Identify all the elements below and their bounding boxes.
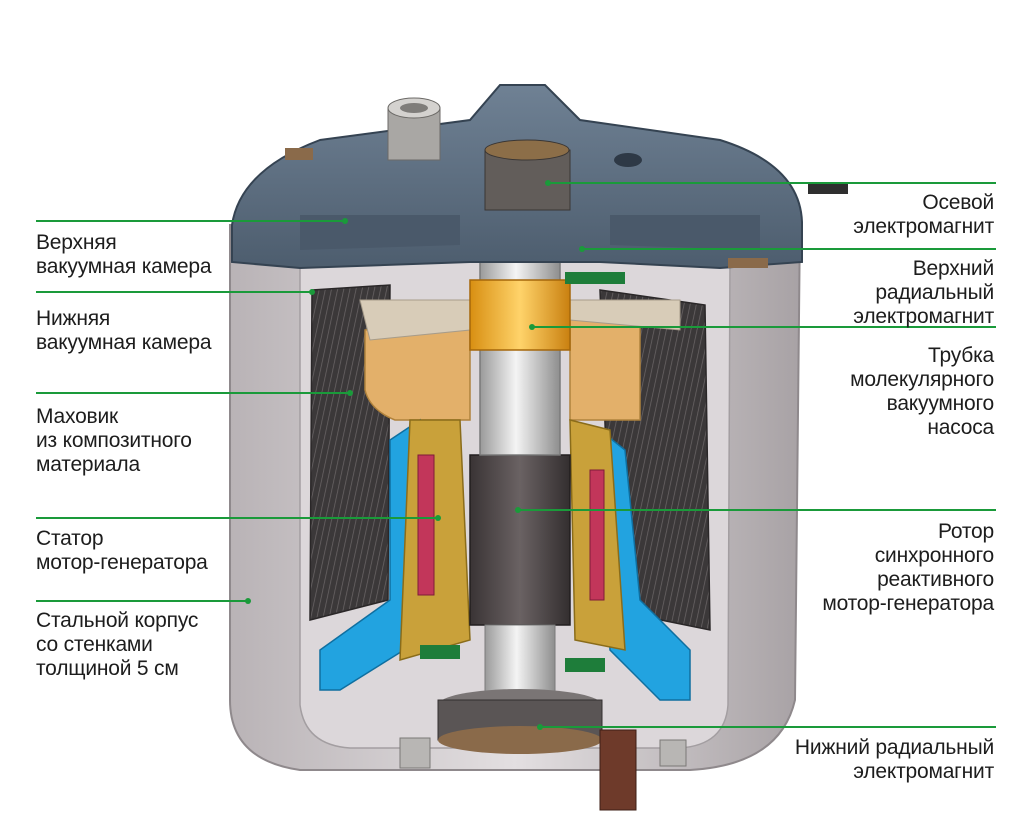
leader-dot — [537, 724, 543, 730]
axial-electromagnet-shape — [484, 139, 571, 211]
leader-dot — [347, 390, 353, 396]
label-line: мотор-генератора — [822, 592, 994, 615]
label-line: толщиной 5 см — [36, 657, 179, 680]
label-line: вакуумного — [886, 392, 995, 415]
label-line: из композитного — [36, 429, 192, 452]
label-line: радиальный — [875, 281, 994, 304]
label-reluctance-rotor: Ротор синхронного реактивного мотор-гене… — [822, 520, 994, 616]
label-line: мотор-генератора — [36, 551, 208, 574]
stator-shape — [399, 419, 626, 662]
bottom-foot-left — [399, 737, 431, 769]
label-steel-housing: Стальной корпус со стенками толщиной 5 с… — [36, 609, 198, 681]
label-lower-vacuum-chamber: Нижняя вакуумная камера — [36, 307, 212, 355]
label-line: реактивного — [877, 568, 994, 591]
label-line: синхронного — [874, 544, 994, 567]
leader-dot — [309, 289, 315, 295]
label-axial-electromagnet: Осевой электромагнит — [853, 191, 994, 239]
label-lower-radial-electromagnet: Нижний радиальный электромагнит — [795, 736, 994, 784]
leader-dot — [515, 507, 521, 513]
leader-dot — [435, 515, 441, 521]
label-line: вакуумная камера — [36, 255, 212, 278]
label-line: вакуумная камера — [36, 331, 212, 354]
label-line: Ротор — [937, 520, 994, 543]
label-line: материала — [36, 453, 140, 476]
bottom-foot-right — [659, 739, 687, 767]
label-line: Осевой — [922, 191, 994, 214]
rotor-shape — [469, 454, 571, 626]
label-upper-radial-electromagnet: Верхний радиальный электромагнит — [853, 257, 994, 329]
leader-lines — [36, 180, 996, 730]
label-line: со стенками — [36, 633, 153, 656]
label-motor-generator-stator: Статор мотор-генератора — [36, 527, 208, 575]
leader-dot — [529, 324, 535, 330]
leader-dot — [342, 218, 348, 224]
label-line: молекулярного — [850, 368, 994, 391]
label-upper-vacuum-chamber: Верхняя вакуумная камера — [36, 231, 212, 279]
label-line: Верхний — [912, 257, 994, 280]
leader-dot — [245, 598, 251, 604]
label-composite-flywheel: Маховик из композитного материала — [36, 405, 192, 477]
label-line: электромагнит — [853, 760, 994, 783]
label-line: насоса — [927, 416, 994, 439]
label-line: Стальной корпус — [36, 609, 199, 632]
label-line: Статор — [36, 527, 104, 550]
label-line: электромагнит — [853, 305, 994, 328]
label-line: Нижняя — [36, 307, 111, 330]
label-molecular-pump-tube: Трубка молекулярного вакуумного насоса — [850, 344, 994, 440]
leader-dot — [545, 180, 551, 186]
label-line: Нижний радиальный — [794, 736, 994, 759]
label-line: Маховик — [36, 405, 119, 428]
label-line: Трубка — [928, 344, 994, 367]
leader-dot — [579, 246, 585, 252]
pump-tube-shape — [469, 279, 571, 351]
lower-radial-electromagnet-shape — [420, 645, 637, 811]
label-line: Верхняя — [36, 231, 117, 254]
label-line: электромагнит — [853, 215, 994, 238]
